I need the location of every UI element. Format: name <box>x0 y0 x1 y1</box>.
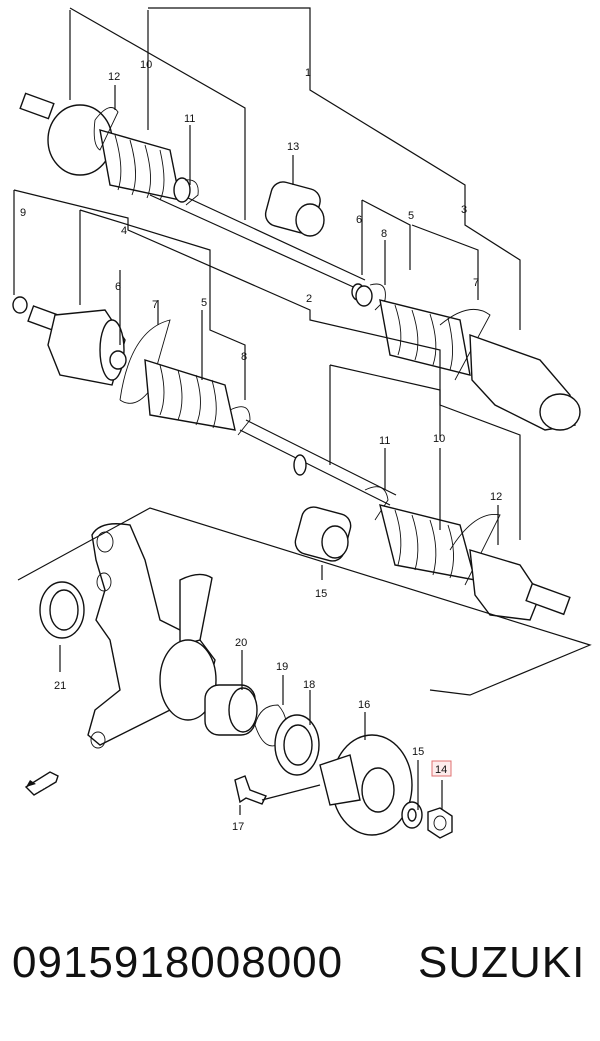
callout-5-upper: 5 <box>408 210 414 222</box>
callout-7-upper: 7 <box>473 277 479 289</box>
callout-4: 4 <box>121 225 127 237</box>
callout-5-lower: 5 <box>201 297 207 309</box>
leader-lines <box>13 7 592 815</box>
brand-name: SUZUKI <box>418 938 586 987</box>
callout-20: 20 <box>235 637 247 649</box>
fwd-arrow-icon: FWD <box>24 771 59 796</box>
callout-8-lower: 8 <box>241 351 247 363</box>
lower-drive-shaft <box>12 296 571 621</box>
callout-14-highlight <box>431 760 452 777</box>
callout-11-lower: 11 <box>379 435 390 447</box>
callout-12-lower: 12 <box>490 491 502 503</box>
callout-2: 2 <box>306 293 312 305</box>
callout-10-upper: 10 <box>140 59 152 71</box>
exploded-parts-diagram: FWD 1 10 12 11 13 3 6 5 8 7 9 4 6 7 2 5 … <box>12 7 592 839</box>
callout-16: 16 <box>358 699 370 711</box>
knuckle-and-hub <box>39 523 453 839</box>
callout-labels: 1 10 12 11 13 3 6 5 8 7 9 4 6 7 2 5 8 11… <box>20 59 502 833</box>
callout-17: 17 <box>232 821 244 833</box>
callout-12-upper: 12 <box>108 71 120 83</box>
callout-15-lower: 15 <box>412 746 424 758</box>
upper-drive-shaft <box>19 92 581 431</box>
callout-8-upper: 8 <box>381 228 387 240</box>
callout-15-upper: 15 <box>315 588 327 600</box>
callout-3: 3 <box>461 204 467 216</box>
callout-7-lower: 7 <box>152 299 158 311</box>
callout-9: 9 <box>20 207 26 219</box>
callout-18: 18 <box>303 679 315 691</box>
callout-19: 19 <box>276 661 288 673</box>
footer: 0915918008000 SUZUKI <box>0 920 600 1010</box>
callout-11-upper: 11 <box>184 113 195 125</box>
callout-1: 1 <box>305 67 311 79</box>
callout-10-lower: 10 <box>433 433 445 445</box>
callout-14: 14 <box>435 764 447 776</box>
part-number: 0915918008000 <box>12 938 344 987</box>
callout-6-lower: 6 <box>115 281 121 293</box>
callout-21: 21 <box>54 680 66 692</box>
callout-6-upper: 6 <box>356 214 362 226</box>
callout-13: 13 <box>287 141 299 153</box>
